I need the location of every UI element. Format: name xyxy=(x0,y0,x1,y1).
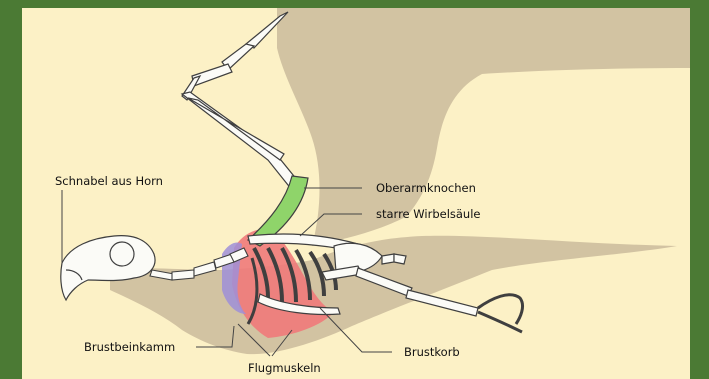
label-keel: Brustbeinkamm xyxy=(84,340,175,354)
diagram-panel: Schnabel aus Horn Oberarmknochen starre … xyxy=(22,8,690,379)
label-ribcage: Brustkorb xyxy=(404,345,460,359)
bird-skeleton-diagram xyxy=(22,8,690,379)
wing-silhouette xyxy=(277,8,690,246)
label-flight-muscles: Flugmuskeln xyxy=(248,361,321,375)
label-spine: starre Wirbelsäule xyxy=(376,207,481,221)
label-humerus: Oberarmknochen xyxy=(376,181,476,195)
label-beak: Schnabel aus Horn xyxy=(55,174,163,188)
